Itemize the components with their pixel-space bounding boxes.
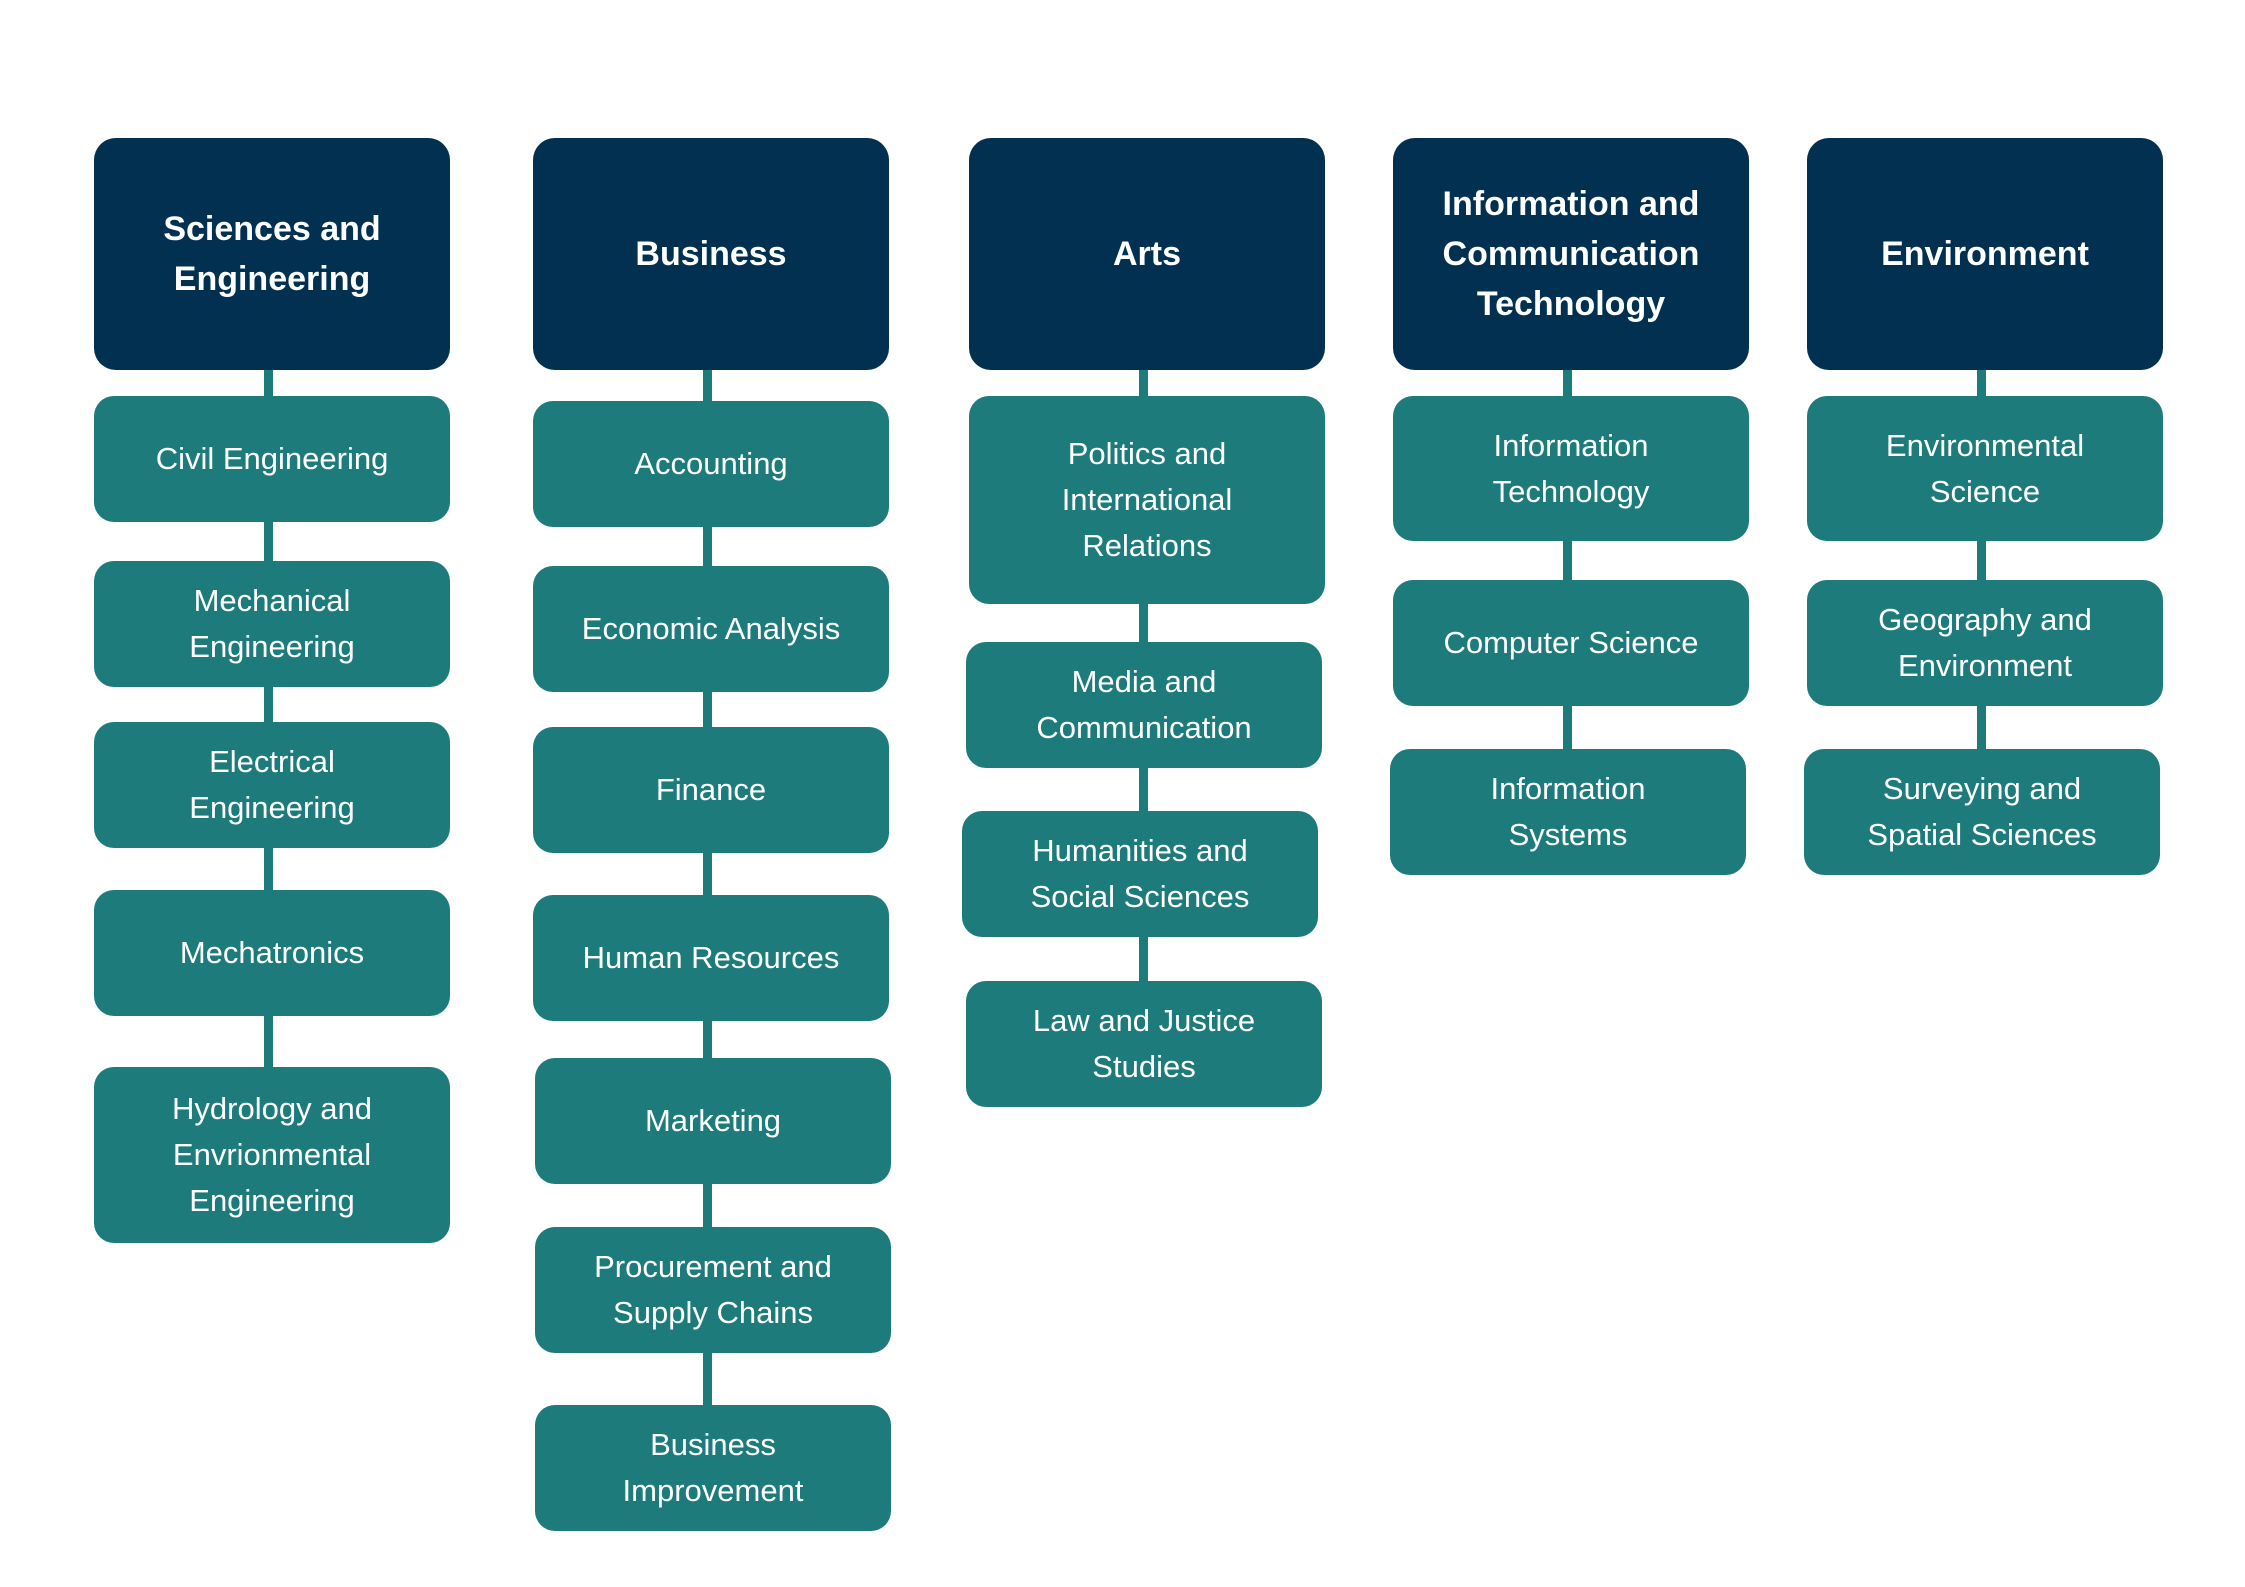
column-business: Business Accounting Economic Analysis Fi… xyxy=(533,0,891,1587)
program-box: Politics and International Relations xyxy=(969,396,1325,604)
category-header: Business xyxy=(533,138,889,370)
program-box: Procurement and Supply Chains xyxy=(535,1227,891,1353)
column-ict: Information and Communication Technology… xyxy=(1390,0,1749,1587)
program-box: Information Systems xyxy=(1390,749,1746,875)
program-box: Accounting xyxy=(533,401,889,527)
program-box: Marketing xyxy=(535,1058,891,1184)
program-box: Law and Justice Studies xyxy=(966,981,1322,1107)
connector-line xyxy=(1563,360,1572,760)
program-box: Mechanical Engineering xyxy=(94,561,450,687)
program-box: Surveying and Spatial Sciences xyxy=(1804,749,2160,875)
program-box: Mechatronics xyxy=(94,890,450,1016)
program-box: Media and Communication xyxy=(966,642,1322,768)
program-box: Hydrology and Envrionmental Engineering xyxy=(94,1067,450,1243)
column-environment: Environment Environmental Science Geogra… xyxy=(1804,0,2163,1587)
program-box: Civil Engineering xyxy=(94,396,450,522)
program-box: Business Improvement xyxy=(535,1405,891,1531)
program-box: Information Technology xyxy=(1393,396,1749,541)
program-box: Electrical Engineering xyxy=(94,722,450,848)
column-arts: Arts Politics and International Relation… xyxy=(962,0,1325,1587)
column-sciences-engineering: Sciences and Engineering Civil Engineeri… xyxy=(94,0,450,1587)
category-header: Arts xyxy=(969,138,1325,370)
program-box: Humanities and Social Sciences xyxy=(962,811,1318,937)
program-box: Finance xyxy=(533,727,889,853)
program-box: Computer Science xyxy=(1393,580,1749,706)
connector-line xyxy=(1977,360,1986,760)
program-box: Geography and Environment xyxy=(1807,580,2163,706)
program-box: Economic Analysis xyxy=(533,566,889,692)
category-header: Environment xyxy=(1807,138,2163,370)
program-box: Human Resources xyxy=(533,895,889,1021)
program-box: Environmental Science xyxy=(1807,396,2163,541)
category-header: Information and Communication Technology xyxy=(1393,138,1749,370)
category-header: Sciences and Engineering xyxy=(94,138,450,370)
